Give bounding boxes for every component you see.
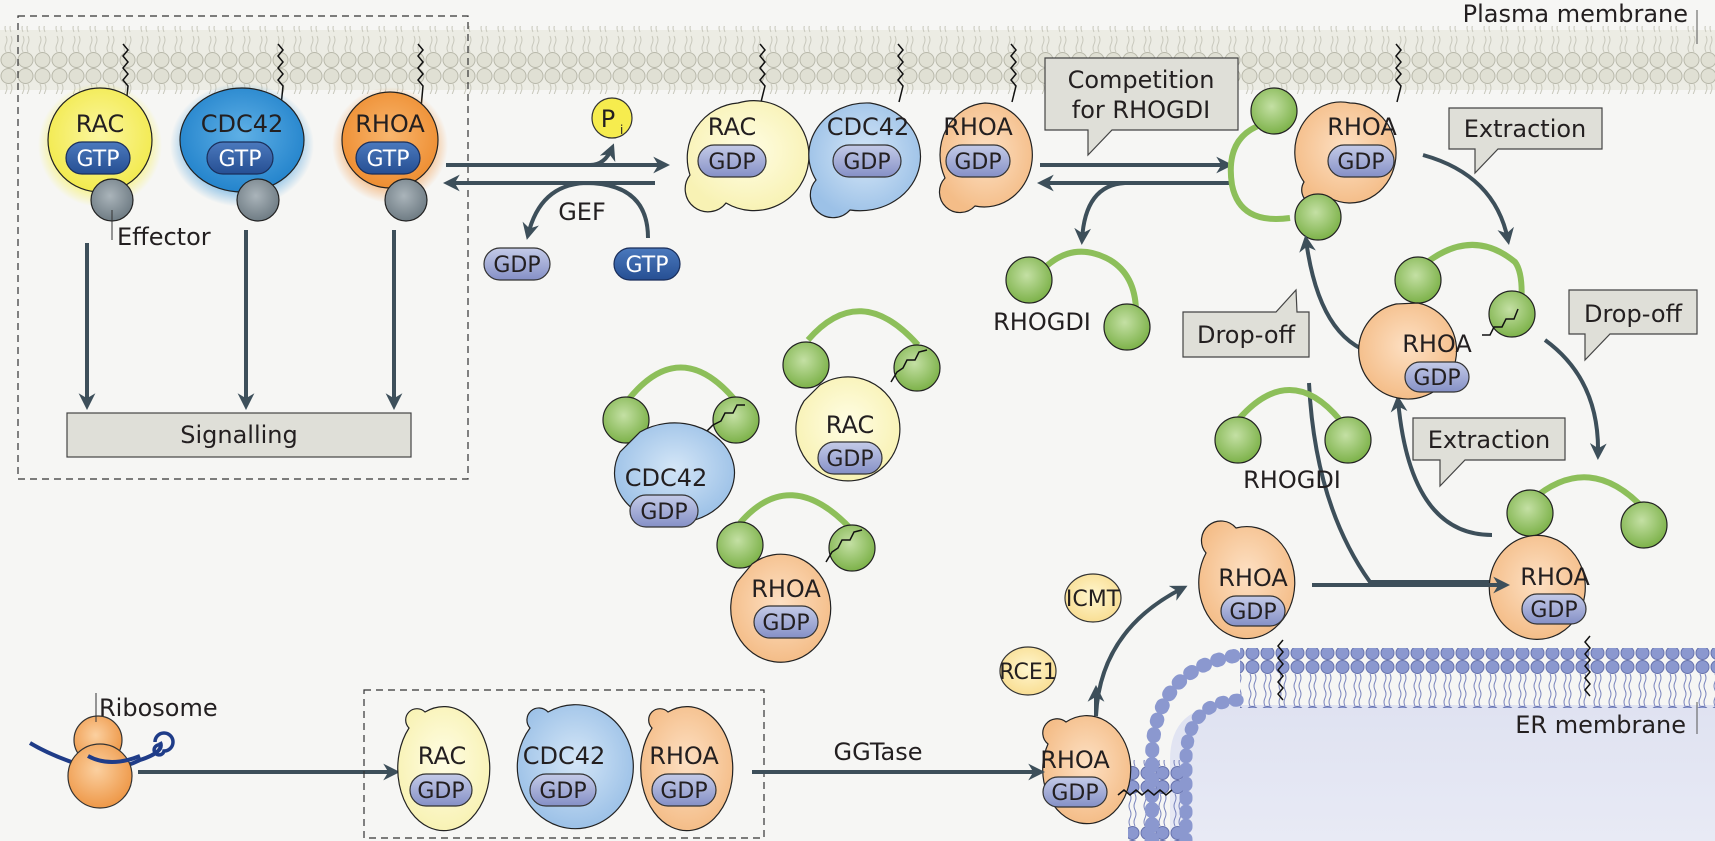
rhogdi-rhoa-cytosolic-complex: RHOA GDP	[1358, 241, 1536, 400]
svg-text:GDP: GDP	[1051, 781, 1098, 806]
svg-text:RAC: RAC	[708, 113, 756, 141]
signalling-label: Signalling	[180, 421, 298, 449]
svg-text:RHOA: RHOA	[649, 742, 719, 770]
gdp-released: GDP	[483, 247, 551, 281]
extraction-callout-top: Extraction	[1448, 107, 1603, 175]
svg-text:RHOA: RHOA	[1327, 113, 1397, 141]
svg-text:RHOA: RHOA	[1402, 330, 1472, 358]
rhogdi-rhoa-er-complex: RHOA GDP	[1488, 474, 1668, 697]
gtp-incoming: GTP	[613, 247, 681, 281]
icmt-enzyme: ICMT	[1064, 573, 1122, 623]
svg-text:ICMT: ICMT	[1066, 587, 1121, 612]
rhogdi-free-upper	[1005, 248, 1151, 351]
er-membrane-label: ER membrane	[1515, 711, 1686, 739]
rhogdi-cdc42-complex: CDC42 GDP	[602, 364, 760, 528]
rhogdi-rhoa-membrane-complex: RHOA GDP	[1227, 87, 1397, 241]
svg-text:GDP: GDP	[1530, 598, 1577, 623]
gtp-badge	[65, 141, 131, 175]
svg-text:i: i	[620, 123, 623, 137]
svg-text:GDP: GDP	[660, 779, 707, 804]
svg-text:GDP: GDP	[708, 150, 755, 175]
svg-text:RHOA: RHOA	[1218, 564, 1288, 592]
plasma-membrane	[0, 26, 1715, 94]
rce1-enzyme: RCE1	[999, 646, 1057, 696]
plasma-membrane-label: Plasma membrane	[1463, 0, 1688, 28]
svg-text:Competition: Competition	[1068, 66, 1215, 94]
ribosome-icon	[28, 715, 175, 809]
svg-text:RHOA: RHOA	[943, 113, 1013, 141]
svg-text:GDP: GDP	[762, 611, 809, 636]
svg-text:RHOA: RHOA	[751, 575, 821, 603]
rhoa-gdp-er-prenylated: RHOA GDP	[1040, 715, 1173, 825]
rhogdi-label-mid: RHOGDI	[1243, 466, 1341, 494]
effector-icon	[236, 178, 280, 222]
dropoff-callout-right: Drop-off	[1568, 289, 1698, 362]
svg-text:RAC: RAC	[826, 411, 874, 439]
er-membrane	[1128, 648, 1715, 841]
svg-text:CDC42: CDC42	[827, 113, 910, 141]
effector-icon	[384, 178, 428, 222]
rhoa-gtp-active: RHOA GTP	[332, 87, 448, 222]
rhoa-gdp-new: RHOA GDP	[640, 706, 734, 832]
svg-text:GDP: GDP	[1337, 150, 1384, 175]
cdc42-gdp-new: CDC42 GDP	[516, 704, 634, 830]
svg-text:GDP: GDP	[539, 779, 586, 804]
rhogdi-rhoa-complex: RHOA GDP	[716, 492, 876, 663]
svg-text:Extraction: Extraction	[1428, 426, 1551, 454]
svg-text:GDP: GDP	[640, 500, 687, 525]
svg-text:GDP: GDP	[493, 253, 540, 278]
svg-text:GTP: GTP	[77, 147, 120, 172]
svg-text:GDP: GDP	[826, 447, 873, 472]
rac-gtp-active: RAC GTP	[38, 83, 162, 222]
cdc42-label: CDC42	[201, 110, 284, 138]
competition-callout: Competition for RHOGDI	[1044, 57, 1239, 157]
svg-text:GTP: GTP	[219, 147, 262, 172]
svg-text:CDC42: CDC42	[625, 464, 708, 492]
svg-text:GDP: GDP	[1413, 366, 1460, 391]
svg-text:for RHOGDI: for RHOGDI	[1072, 96, 1210, 124]
svg-text:RCE1: RCE1	[999, 660, 1056, 685]
svg-text:RAC: RAC	[418, 742, 466, 770]
svg-text:GDP: GDP	[843, 150, 890, 175]
svg-text:GTP: GTP	[626, 253, 669, 278]
ggtase-label: GGTase	[833, 738, 922, 766]
ribosome-label: Ribosome	[99, 694, 218, 722]
svg-text:RHOA: RHOA	[1520, 563, 1590, 591]
rhogdi-label-upper: RHOGDI	[993, 308, 1091, 336]
phosphate-icon: P i	[591, 97, 633, 139]
rac-gdp-membrane: RAC GDP	[684, 100, 810, 213]
extraction-callout-lower: Extraction	[1412, 417, 1566, 488]
svg-text:RHOA: RHOA	[1040, 746, 1110, 774]
dropoff-callout-left: Drop-off	[1182, 288, 1310, 358]
extraction-dropoff-cycle-arrows	[1299, 153, 1607, 591]
signalling-arrows	[78, 230, 403, 411]
rhogdi-free-mid	[1214, 387, 1372, 464]
effector-label: Effector	[117, 223, 211, 251]
competition-arrows	[1036, 156, 1234, 246]
gef-label: GEF	[558, 198, 606, 226]
rhoa-gdp-membrane: RHOA GDP	[938, 102, 1033, 214]
rhoa-label: RHOA	[355, 110, 425, 138]
svg-text:GDP: GDP	[1229, 600, 1276, 625]
rhogdi-rac-complex: RAC GDP	[782, 308, 941, 482]
rac-gdp-new: RAC GDP	[397, 706, 491, 832]
svg-text:GDP: GDP	[954, 150, 1001, 175]
svg-text:GTP: GTP	[367, 147, 410, 172]
svg-text:P: P	[601, 105, 615, 133]
lipid-anchors	[122, 43, 1402, 109]
rhoa-gdp-er-processed: RHOA GDP	[1198, 520, 1296, 701]
gtp-gdp-exchange-arrows	[442, 143, 671, 240]
svg-text:Drop-off: Drop-off	[1584, 300, 1683, 328]
cdc42-gdp-membrane: CDC42 GDP	[808, 102, 922, 219]
rac-label: RAC	[76, 110, 124, 138]
cdc42-gtp-active: CDC42 GTP	[170, 83, 314, 222]
svg-text:Drop-off: Drop-off	[1197, 321, 1296, 349]
signalling-box	[66, 412, 412, 458]
svg-text:Extraction: Extraction	[1464, 115, 1587, 143]
svg-text:GDP: GDP	[417, 779, 464, 804]
newly-synthesized-box	[363, 689, 765, 839]
svg-text:CDC42: CDC42	[523, 742, 606, 770]
